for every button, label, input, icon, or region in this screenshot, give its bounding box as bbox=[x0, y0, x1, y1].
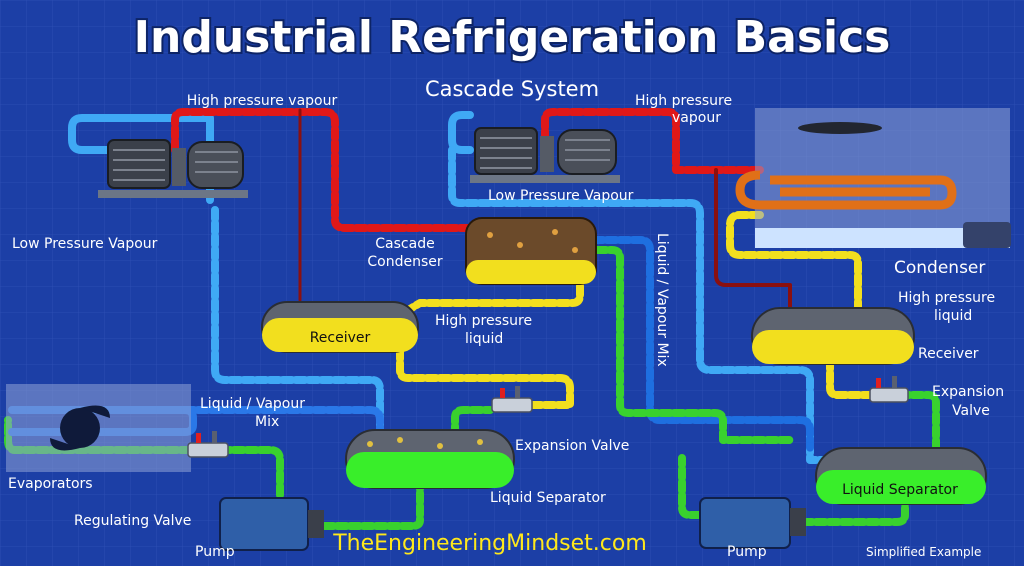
condenser-fan-icon bbox=[798, 122, 882, 134]
label-regulating-valve: Regulating Valve bbox=[74, 513, 191, 529]
label-hp-liquid-right-2: liquid bbox=[934, 308, 972, 324]
label-hp-liquid-mid-1: High pressure bbox=[435, 313, 532, 329]
diagram-subtitle: Cascade System bbox=[425, 77, 599, 101]
label-hp-vapour-right-1: High pressure bbox=[635, 93, 732, 109]
label-liquid-vapour-mix-vertical: Liquid / Vapour Mix bbox=[654, 233, 670, 367]
label-expansion-valve-right-2: Valve bbox=[952, 403, 990, 419]
website-label: TheEngineeringMindset.com bbox=[332, 531, 647, 556]
pump-right bbox=[700, 498, 806, 548]
label-hp-liquid-mid-2: liquid bbox=[465, 331, 503, 347]
label-evaporators: Evaporators bbox=[8, 476, 93, 492]
label-pump-right: Pump bbox=[727, 544, 767, 560]
pump-left bbox=[220, 498, 324, 550]
label-pump-left: Pump bbox=[195, 544, 235, 560]
label-liquid-separator-right: Liquid Separator bbox=[842, 482, 958, 498]
liquid-separator-left bbox=[346, 430, 514, 488]
footnote-label: Simplified Example bbox=[866, 545, 981, 559]
label-liquid-separator-left: Liquid Separator bbox=[490, 490, 606, 506]
label-lp-vapour-left: Low Pressure Vapour bbox=[12, 236, 158, 252]
label-cascade-condenser-1: Cascade bbox=[375, 236, 434, 252]
label-receiver-left: Receiver bbox=[310, 330, 371, 346]
receiver-right bbox=[752, 308, 914, 364]
label-hp-liquid-right-1: High pressure bbox=[898, 290, 995, 306]
label-hp-vapour-right-2: vapour bbox=[672, 110, 721, 126]
label-liquid-vapour-left-2: Mix bbox=[255, 414, 279, 430]
diagram-title: Industrial Refrigeration Basics bbox=[134, 12, 891, 63]
condenser-pump-icon bbox=[963, 222, 1011, 248]
label-condenser: Condenser bbox=[894, 258, 985, 278]
label-receiver-right: Receiver bbox=[918, 346, 979, 362]
label-liquid-vapour-left-1: Liquid / Vapour bbox=[200, 396, 305, 412]
label-hp-vapour-left: High pressure vapour bbox=[187, 93, 338, 109]
cascade-condenser bbox=[466, 218, 596, 284]
condenser-unit bbox=[740, 108, 1011, 248]
evaporator-unit bbox=[6, 384, 191, 472]
label-expansion-valve-right-1: Expansion bbox=[932, 384, 1004, 400]
label-lp-vapour-mid: Low Pressure Vapour bbox=[488, 188, 634, 204]
label-expansion-valve-mid: Expansion Valve bbox=[515, 438, 629, 454]
label-cascade-condenser-2: Condenser bbox=[367, 254, 442, 270]
evaporator-fan-icon bbox=[60, 408, 100, 448]
